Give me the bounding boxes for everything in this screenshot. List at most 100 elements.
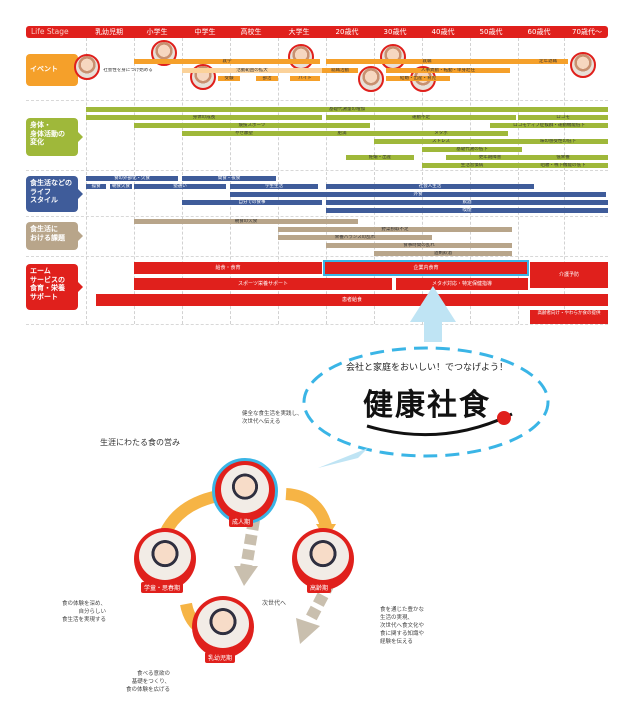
lifestyle-bar: 塾通い (134, 184, 226, 189)
event-club: 部活 (256, 76, 278, 81)
university-photo (288, 44, 314, 70)
node-school-label: 学童・思春期 (141, 582, 184, 593)
caption-infant: 食べる意欲の 基礎をつくり、 食の体験を広げる (126, 671, 171, 693)
stage-university: 大学生 (288, 28, 310, 36)
businessman-photo (380, 44, 406, 70)
life-stage-header: Life Stage 乳幼児期 小学生 中学生 高校生 大学生 20歳代 30歳… (26, 26, 608, 38)
body-bar: 更年期障害 (446, 155, 534, 160)
category-issues: 食生活に おける課題 (26, 222, 83, 250)
category-lifestyle: 食生活などの ライフ スタイル (26, 176, 83, 212)
lifestyle-bar: 間食・夜食 (182, 176, 276, 181)
event-jobhunt: 就職活動 (322, 68, 358, 73)
node-adult (212, 458, 278, 524)
body-bar: 肥満 (278, 131, 406, 136)
body-bar: 身体の成長 (86, 115, 322, 120)
event-exam: 受験 (218, 76, 240, 81)
aim-patient-meals: 患者給食 (96, 294, 608, 306)
stage-30s: 30歳代 (383, 28, 407, 36)
grid-line (326, 38, 327, 324)
issue-bar: 過剰飲酒 (374, 251, 512, 256)
body-bar: ロコモティブ症候群・運動機能低下 (490, 123, 608, 128)
event-social: 社会性を身につけ始める (103, 68, 153, 73)
stage-70s: 70歳代〜 (572, 28, 602, 36)
lifestyle-bar: 孤食 (86, 184, 106, 189)
body-bar: 基礎代謝量の増加 (86, 107, 608, 112)
slogan-logo: 健康社食 (363, 388, 491, 423)
caption-school: 食の体験を深め、 自分らしい 食生活を実現する (62, 601, 107, 623)
stage-junior-high: 中学生 (194, 28, 216, 36)
row-separator (26, 256, 608, 257)
grid-line (134, 38, 135, 324)
body-bar: 運動不足 (326, 115, 516, 120)
pointer-arrow-icon (410, 286, 456, 342)
body-bar: ストレス (374, 139, 508, 144)
lifestyle-bar: 飲酒 (326, 200, 608, 205)
grid-line (564, 38, 565, 324)
slogan-tagline: 会社と家庭をおいしい！でつなげよう！ (345, 363, 508, 373)
next-gen-label: 次世代へ (262, 600, 287, 607)
node-adult-label: 成人期 (229, 516, 254, 527)
category-body: 身体・ 身体活動の 変化 (26, 118, 83, 156)
grid-line (374, 38, 375, 324)
category-event: イベント (26, 54, 83, 86)
event-activity: 活動範囲の拡大 (182, 68, 322, 73)
issue-bar: 朝食の欠食 (134, 219, 358, 224)
body-bar: 咀嚼・嚥下機能の低下 (518, 163, 608, 168)
lifestyle-bar: 喫煙 (326, 208, 608, 213)
stage-60s: 60歳代 (527, 28, 551, 36)
aim-corporate-shokuiku: 企業内食育 (323, 260, 529, 276)
row-separator (26, 324, 608, 325)
grid-line (278, 38, 279, 324)
stage-50s: 50歳代 (479, 28, 503, 36)
baby-photo (74, 54, 100, 80)
body-bar: 低栄養 (518, 155, 608, 160)
aim-sports-nutrition: スポーツ栄養サポート (134, 278, 392, 290)
issue-bar: 食事時間の乱れ (326, 243, 512, 248)
node-elder-label: 高齢期 (307, 582, 332, 593)
issue-bar: 栄養バランスの乱れ (278, 235, 432, 240)
grid-line (86, 38, 87, 324)
logo-swoosh-icon (366, 411, 513, 437)
row-separator (26, 170, 608, 171)
grid-line (470, 38, 471, 324)
body-bar: ロコモ (518, 115, 608, 120)
grid-line (422, 38, 423, 324)
stage-infant: 乳幼児期 (95, 28, 123, 36)
lifestyle-bar: 自分での食事 (182, 200, 322, 205)
node-school (134, 528, 196, 590)
event-school: 就学 (134, 59, 320, 64)
event-marriage: 結婚・出産・育児 (386, 76, 450, 81)
event-retire: 定年退職 (528, 59, 568, 64)
event-employment: 就職 (326, 59, 528, 64)
node-infant (192, 596, 254, 658)
lifestyle-bar: 朝食欠食 (110, 184, 132, 189)
cycle-title: 生涯にわたる食の営み (100, 438, 180, 447)
caption-adult: 健全な食生活を実践し、 次世代へ伝える (242, 411, 303, 425)
stage-elementary: 小学生 (146, 28, 168, 36)
aim-metabo: メタボ対応・特定保健指導 (396, 278, 528, 290)
row-separator (26, 216, 608, 217)
aim-care-prevention: 介護予防 (530, 262, 608, 288)
grid-line (518, 38, 519, 324)
caption-elder: 食を通じた豊かな 生活の実現、 次世代へ食文化や 食に関する知識や 経験を伝える (380, 607, 425, 645)
body-bar: 味の感受性の低下 (508, 139, 608, 144)
category-aim: エーム サービスの 食育・栄養 サポート (26, 264, 83, 310)
body-bar: 基礎代謝の低下 (422, 147, 522, 152)
stage-high-school: 高校生 (240, 28, 262, 36)
issue-bar: 野菜摂取不足 (278, 227, 512, 232)
row-separator (26, 100, 608, 101)
grid-line (182, 38, 183, 324)
lifestyle-bar: 社会人生活 (326, 184, 534, 189)
body-bar: やせ願望 (182, 131, 306, 136)
worker-photo (358, 66, 384, 92)
body-bar: メタボ (374, 131, 508, 136)
node-infant-label: 乳幼児期 (205, 652, 236, 663)
grid-line (230, 38, 231, 324)
body-bar: 妊娠・出産 (346, 155, 414, 160)
elderly-photo (570, 52, 596, 78)
stage-40s: 40歳代 (431, 28, 455, 36)
header-title: Life Stage (31, 27, 69, 36)
lifestyle-bar: 学生生活 (230, 184, 318, 189)
aim-school-lunch: 給食・食育 (134, 262, 322, 274)
body-bar: 競技スポーツ (134, 123, 370, 128)
